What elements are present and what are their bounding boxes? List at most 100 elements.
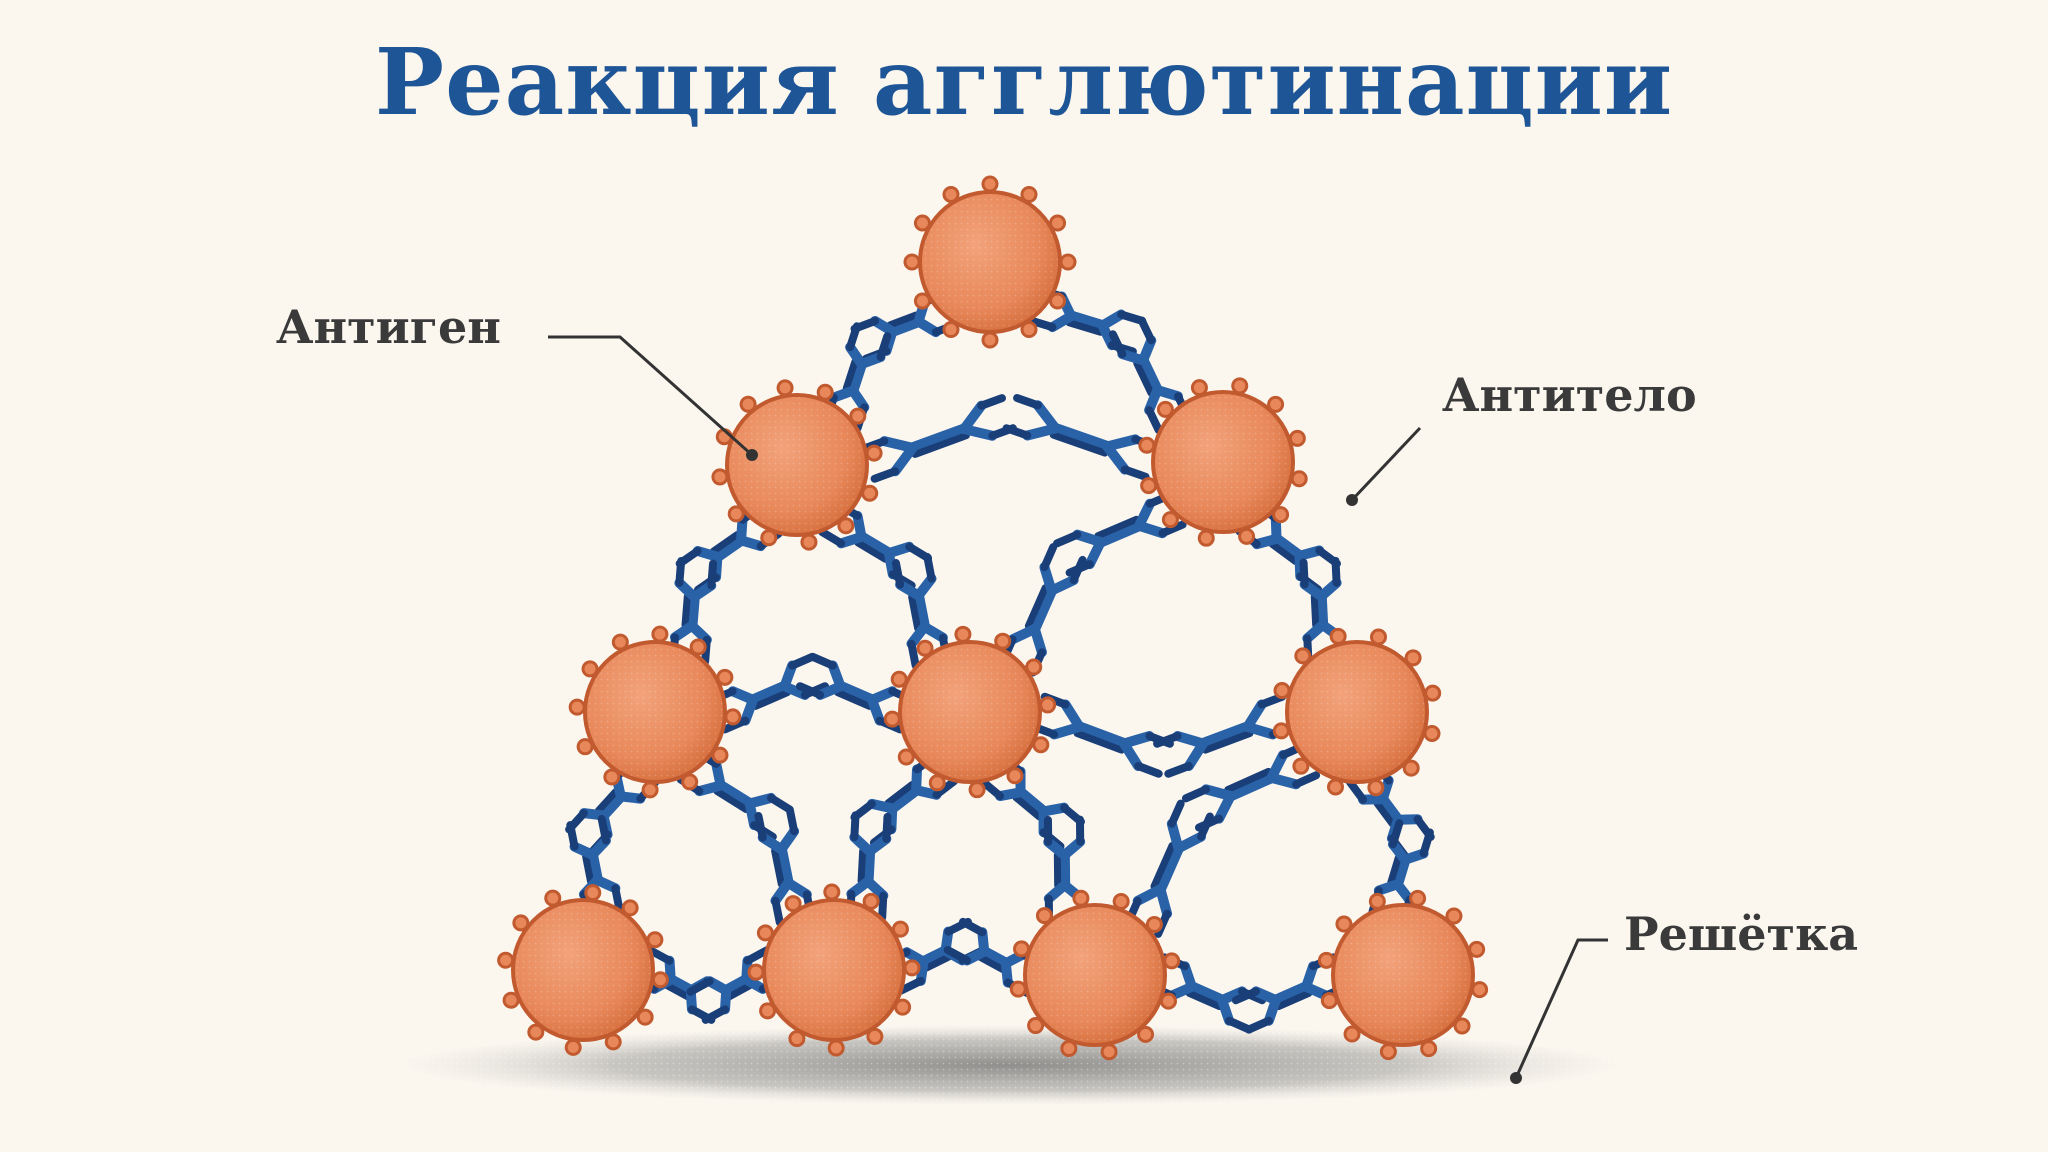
antigen-epitope [981,175,999,193]
antigen-cell [1272,627,1442,797]
antigen-epitope [568,698,586,716]
antigen-epitope [1231,377,1249,395]
antigen-epitope [1137,1025,1155,1043]
antigen-epitope [689,638,707,656]
antigen-epitope [800,533,818,551]
antigen-epitope [903,253,921,271]
antigen-epitope [1100,1043,1118,1061]
antigen-epitope [823,883,841,901]
antigen-cell [1317,889,1489,1061]
antigen-epitope [1059,253,1077,271]
antigen-epitope [759,1002,777,1020]
antigen-epitope [584,884,602,902]
antigen-epitope [981,331,999,349]
antigen-cell [903,175,1077,349]
antigen-epitope [784,895,802,913]
antibody-network [565,286,1435,1034]
antigen-cell [497,884,669,1056]
antigen-cell [1138,377,1308,547]
antibody [754,805,816,927]
antigen-epitope [776,379,794,397]
antigen-epitope [1445,907,1463,925]
antigen-cells [497,175,1489,1061]
antigen-epitope [1035,907,1053,925]
antigen-epitope [1020,185,1038,203]
antigen-epitope [724,708,742,726]
antigen-epitope [641,781,659,799]
antigen-epitope [1006,767,1024,785]
antigen-epitope [1379,1043,1397,1061]
lattice-label: Решётка [1624,907,1859,961]
antigen-epitope [1161,511,1179,529]
diagram-title: Реакция агглютинации [374,28,1674,136]
antigen-epitope [916,639,934,657]
antigen-cell [711,379,883,551]
antigen-epitope [1156,400,1174,418]
antigen-epitope [1272,722,1290,740]
antigen-epitope [1072,889,1090,907]
antibody [859,394,1017,483]
antigen-epitope [1292,757,1310,775]
antigen-epitope [954,625,972,643]
antigen-epitope [913,292,931,310]
antigen-epitope [711,746,729,764]
antigen-cell [747,883,921,1057]
antigen-epitope [942,321,960,339]
antibody-leader-dot [1346,494,1358,506]
antigen-epitope [1138,436,1156,454]
antigen-epitope [651,625,669,643]
antigen-epitope [512,914,530,932]
antigen-epitope [968,781,986,799]
antigen-epitope [1409,889,1427,907]
antigen-epitope [564,1038,582,1056]
antibody [1002,394,1161,481]
antigen-epitope [1020,321,1038,339]
antigen-epitope [603,768,621,786]
antigen-epitope [903,959,921,977]
antigen-epitope [1327,778,1345,796]
antigen-epitope [913,214,931,232]
antigen-epitope [1049,292,1067,310]
antigen-epitope [1335,915,1353,933]
antigen-label: Антиген [276,300,501,354]
antigen-epitope [636,1008,654,1026]
antigen-epitope [1367,779,1385,797]
antigen-epitope [1453,1017,1471,1035]
lattice-leader-dot [1510,1072,1522,1084]
antigen-epitope [651,971,669,989]
antigen-epitope [747,963,765,981]
antigen-epitope [527,1023,545,1041]
antigen-epitope [942,185,960,203]
antigen-epitope [1273,682,1291,700]
antigen-epitope [1272,506,1290,524]
antibody [1299,556,1345,665]
antigen-cell [883,625,1057,799]
antigen-epitope [1163,952,1181,970]
antigen-epitope [866,1027,884,1045]
antigen-cell [568,625,742,799]
antibody [1181,742,1321,832]
antigen-epitope [1329,627,1347,645]
antigen-epitope [883,710,901,728]
antibody [999,543,1087,677]
antigen-epitope [1369,628,1387,646]
antigen-cell [1009,889,1181,1061]
antigen-epitope [865,444,883,462]
antigen-epitope [739,395,757,413]
antigen-epitope [897,748,915,766]
antigen-epitope [827,1039,845,1057]
antigen-epitope [1009,980,1027,998]
antibody [1043,815,1086,925]
antigen-epitope [497,951,515,969]
antigen-epitope [1404,649,1422,667]
antibody-leader-line [1350,426,1422,502]
antibody [1124,799,1214,938]
antigen-epitope [1343,1025,1361,1043]
antigen-leader-line [548,335,753,457]
antigen-epitope [1423,724,1441,742]
antigen-epitope [1294,647,1312,665]
antibody [891,553,952,670]
antigen-epitope [1267,395,1285,413]
antigen-epitope [1471,981,1489,999]
